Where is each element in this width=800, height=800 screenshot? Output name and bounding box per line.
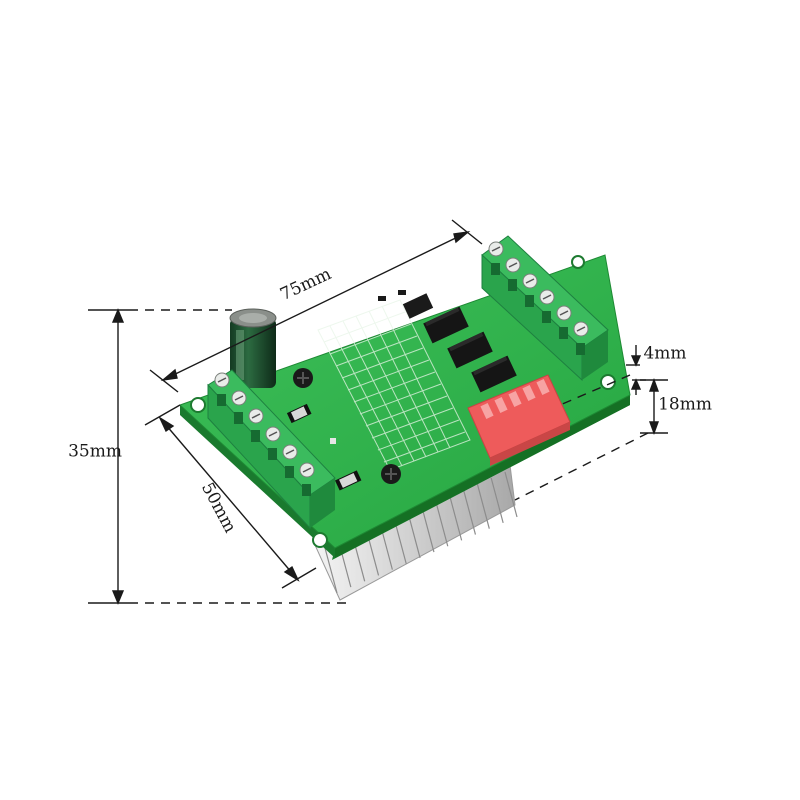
terminal-screw-slot <box>525 278 535 284</box>
terminal-wire-slot <box>491 263 500 275</box>
smd-components <box>286 290 406 491</box>
heatsink-fin <box>504 471 518 518</box>
terminal-wire-slot <box>559 327 568 339</box>
heatsink-fin <box>462 489 477 535</box>
terminal-screw-slot <box>285 449 295 455</box>
terminal-wire-slot <box>251 430 260 442</box>
terminal-block-left <box>207 369 336 530</box>
terminal-screw-slot <box>559 310 569 316</box>
capacitor <box>229 308 277 388</box>
heatsink-fin <box>435 501 449 547</box>
terminal-wire-slot <box>234 412 243 424</box>
pcb-edge-bottom <box>180 405 335 558</box>
terminal-wire-slot <box>576 343 585 355</box>
height-dimension-label: 35mm <box>68 441 122 462</box>
optocoupler-chips <box>402 293 517 393</box>
terminal-wire-slot <box>542 311 551 323</box>
terminal-block-right <box>481 235 609 382</box>
heatsink-fin <box>324 547 338 594</box>
dip-switch <box>467 374 571 466</box>
screws <box>293 368 401 484</box>
terminal-wire-slot <box>217 394 226 406</box>
terminal-screw-slot <box>302 467 312 473</box>
dimension-lines <box>88 219 668 605</box>
terminal-screw-slot <box>576 326 586 332</box>
terminal-wire-slot <box>268 448 277 460</box>
terminal-screw-slot <box>491 246 501 252</box>
heatsink-fin <box>421 506 435 553</box>
heatsink-fin <box>449 495 463 541</box>
dashed-extension-lines <box>145 309 649 604</box>
silkscreen-table <box>317 299 471 471</box>
terminal-wire-slot <box>508 279 517 291</box>
terminal-screw-slot <box>234 395 244 401</box>
standoff-dimension-label: 4mm <box>643 343 687 364</box>
heatsink-fin <box>490 477 504 524</box>
terminal-screw-slot <box>217 377 227 383</box>
heatsink-dimension-label: 18mm <box>658 394 712 415</box>
heatsink-fin <box>407 512 421 559</box>
terminal-screw-slot <box>508 262 518 268</box>
terminal-screw-slot <box>542 294 552 300</box>
terminal-wire-slot <box>525 295 534 307</box>
terminal-wire-slot <box>285 466 294 478</box>
terminal-screw-slot <box>268 431 278 437</box>
terminal-wire-slot <box>302 484 311 496</box>
mounting-holes <box>190 255 616 548</box>
heatsink-fin <box>476 483 490 529</box>
terminal-screw-slot <box>251 413 261 419</box>
